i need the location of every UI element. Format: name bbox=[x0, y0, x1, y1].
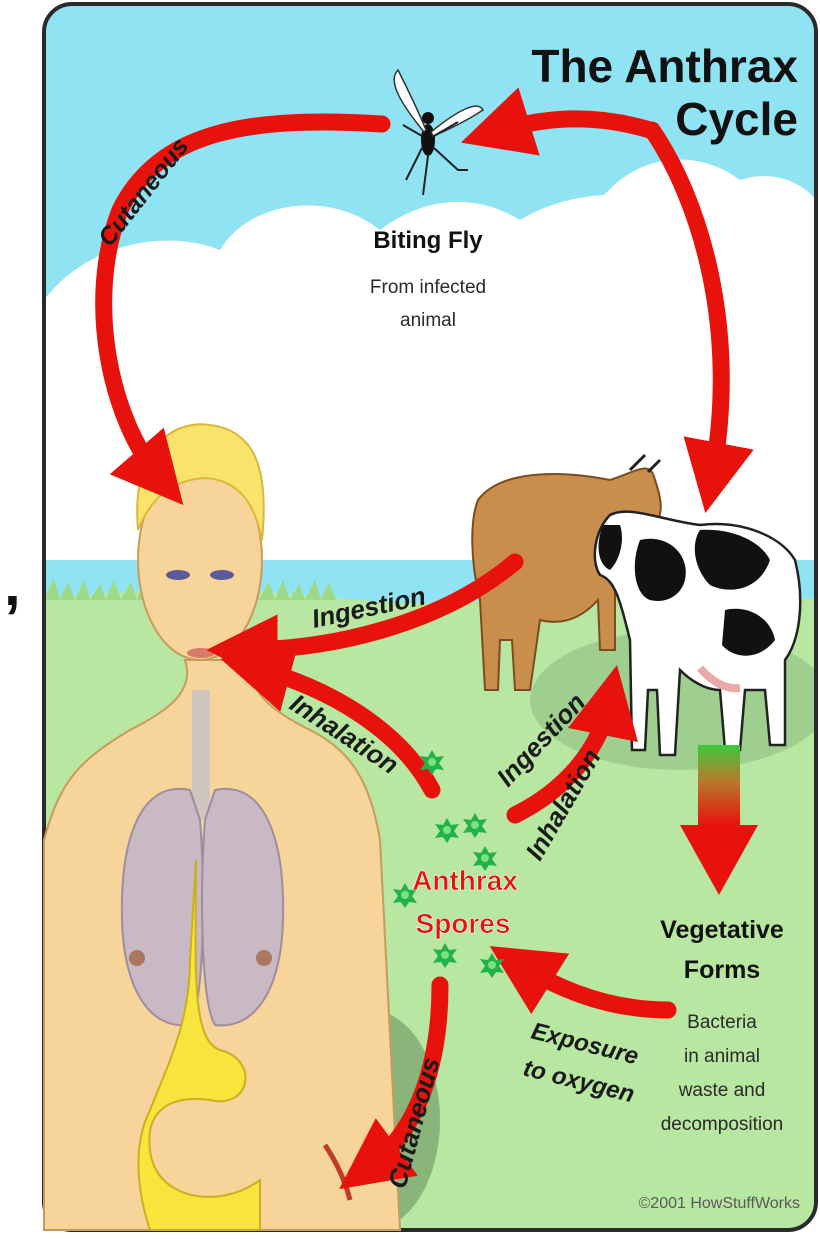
vegetative-title-line2: Forms bbox=[684, 956, 760, 984]
stray-comma: , bbox=[4, 551, 21, 618]
title-line1: The Anthrax bbox=[531, 40, 798, 92]
vegetative-desc-line: in animal bbox=[684, 1046, 760, 1067]
fly-label: Biting Fly bbox=[373, 227, 483, 254]
vegetative-desc-line: decomposition bbox=[661, 1114, 784, 1135]
copyright: ©2001 HowStuffWorks bbox=[639, 1195, 801, 1212]
vegetative-desc-line: waste and bbox=[678, 1080, 766, 1101]
vegetative-desc-line: Bacteria bbox=[687, 1012, 757, 1033]
title-line2: Cycle bbox=[675, 93, 798, 145]
spores-label-line2: Spores bbox=[416, 908, 511, 939]
fly-desc-line1: From infected bbox=[370, 277, 486, 298]
fly-desc-line2: animal bbox=[400, 310, 456, 331]
spores-label-line1: Anthrax bbox=[412, 865, 518, 896]
vegetative-title-line1: Vegetative bbox=[660, 916, 784, 944]
